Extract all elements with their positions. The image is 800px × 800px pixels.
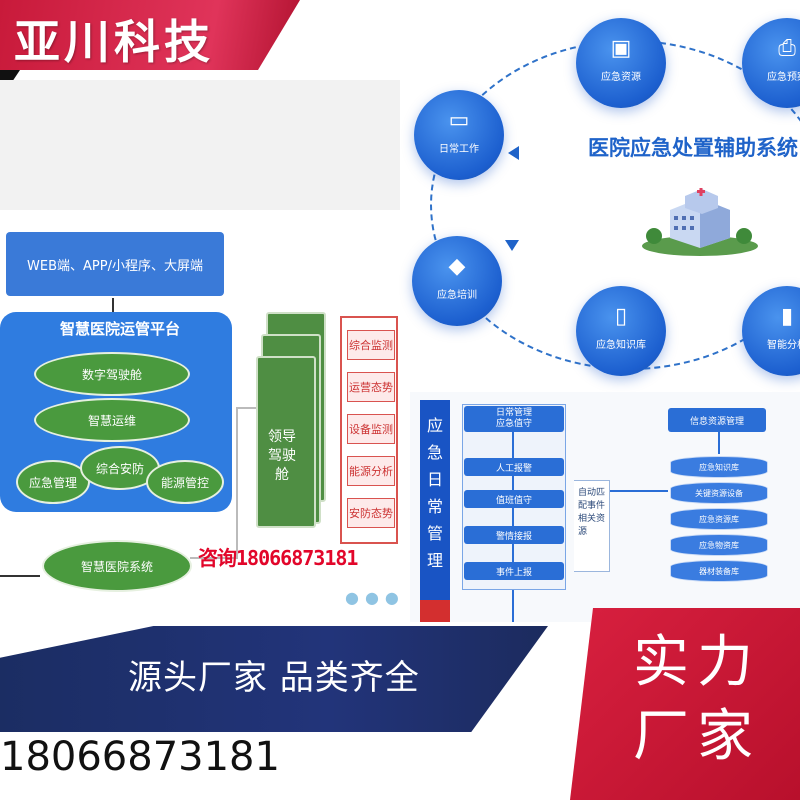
flow-connector xyxy=(610,490,668,492)
connector-arrow xyxy=(0,575,40,577)
monitor-item: 能源分析 xyxy=(347,456,395,486)
promo-banner xyxy=(0,626,548,732)
monitoring-panel: 综合监测 运营态势 设备监测 能源分析 安防态势 xyxy=(340,316,398,544)
cycle-arrow-icon xyxy=(505,240,519,251)
resource-db: 应急资源库 xyxy=(670,508,768,530)
flow-step: 警情接报 xyxy=(464,526,564,544)
connector-line xyxy=(190,557,238,559)
strength-banner xyxy=(570,608,800,800)
platform-title: 智慧医院运管平台 xyxy=(60,320,181,338)
node-emergency-training: ◆ 应急培训 xyxy=(412,236,502,326)
flow-step: 人工报警 xyxy=(464,458,564,476)
hospital-system-node: 智慧医院系统 xyxy=(42,540,192,592)
emergency-system-title: 医院应急处置辅助系统 xyxy=(588,136,798,160)
promo-slogan: 源头厂家 品类齐全 xyxy=(128,658,420,698)
monitor-item: 综合监测 xyxy=(347,330,395,360)
phone-strip xyxy=(0,732,300,800)
info-resource-title: 信息资源管理 xyxy=(668,408,766,432)
module-smart-maintenance: 智慧运维 xyxy=(34,398,190,442)
brand-name: 亚川科技 xyxy=(14,15,214,69)
strength-text: 实力厂家 xyxy=(633,630,761,769)
cockpit-card-front xyxy=(256,356,316,528)
flow-head-box: 日常管理 应急值守 xyxy=(464,406,564,432)
flow-step: 值班值守 xyxy=(464,490,564,508)
cockpit-label: 领导驾驶舱 xyxy=(268,429,296,483)
cycle-arrow-icon xyxy=(508,146,519,160)
brand-banner xyxy=(0,0,300,70)
book-icon: ▯ xyxy=(614,304,628,329)
node-knowledge-base: ▯ 应急知识库 xyxy=(576,286,666,376)
flow-vertical-title: 应急日常管理 xyxy=(420,400,450,600)
module-digital-cockpit: 数字驾驶舱 xyxy=(34,352,190,396)
resource-db: 关键资源设备 xyxy=(670,482,768,504)
node-daily-work: ▭ 日常工作 xyxy=(414,90,504,180)
bar-chart-icon: ▮ xyxy=(780,304,794,329)
flow-vertical-accent xyxy=(420,600,450,622)
flow-step: 事件上报 xyxy=(464,562,564,580)
client-endpoints-box: WEB端、APP/小程序、大屏端 xyxy=(6,232,224,296)
module-emergency-management: 应急管理 xyxy=(16,460,90,504)
flow-connector xyxy=(718,432,720,454)
resource-db: 应急知识库 xyxy=(670,456,768,478)
monitor-icon: ▭ xyxy=(448,108,470,133)
connector-arrow xyxy=(112,298,114,312)
monitor-item: 设备监测 xyxy=(347,414,395,444)
connector-line xyxy=(236,407,238,557)
consult-phone-text: 咨询18066873181 xyxy=(198,546,358,570)
node-emergency-resources: ▣ 应急资源 xyxy=(576,18,666,108)
graduation-cap-icon: ◆ xyxy=(448,254,466,279)
blank-panel xyxy=(0,80,400,210)
monitor-item: 运营态势 xyxy=(347,372,395,402)
module-energy-control: 能源管控 xyxy=(146,460,224,504)
phone-number: 18066873181 xyxy=(0,734,280,780)
pagination-dots-icon: ●●● xyxy=(345,588,405,607)
hospital-building-icon xyxy=(642,188,758,256)
document-alert-icon: ⎙ xyxy=(778,36,796,61)
flow-connector xyxy=(512,590,514,622)
resource-db: 应急物资库 xyxy=(670,534,768,556)
resource-db: 器材装备库 xyxy=(670,560,768,582)
auto-match-note: 自动匹配事件相关资源 xyxy=(574,480,610,572)
connector-line xyxy=(236,407,256,409)
monitor-item: 安防态势 xyxy=(347,498,395,528)
box-icon: ▣ xyxy=(610,36,632,61)
